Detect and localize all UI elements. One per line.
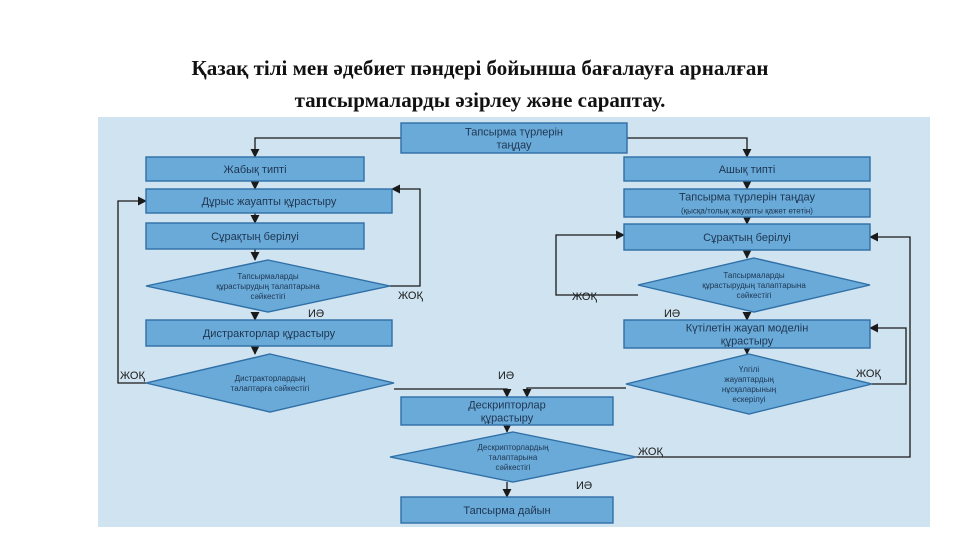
node-text: Тапсырма дайын bbox=[463, 505, 550, 517]
node-box bbox=[623, 156, 871, 182]
edge-descriptor-req-no bbox=[636, 232, 911, 458]
edge-req-left-no bbox=[390, 184, 421, 287]
node-text: талаптарына bbox=[489, 453, 538, 462]
node-text: құрастырудың талаптарына bbox=[216, 282, 320, 291]
label-yes-bottom: ИӘ bbox=[576, 480, 592, 492]
edge-distractor-req-yes bbox=[394, 388, 512, 398]
node-box bbox=[145, 222, 365, 250]
node-choose-types: Тапсырма түрлерін таңдау (қысқа/толық жау… bbox=[623, 188, 871, 218]
node-text: Сұрақтың берілуі bbox=[703, 232, 791, 244]
edge-model-check-yes bbox=[522, 387, 626, 398]
node-text: Тапсырма түрлерін bbox=[465, 127, 563, 139]
decision-diamond bbox=[637, 257, 871, 313]
node-box bbox=[145, 156, 365, 182]
node-done: Тапсырма дайын bbox=[400, 496, 614, 524]
node-text: Дескрипторлардың bbox=[477, 443, 549, 452]
node-box bbox=[623, 188, 871, 218]
title-line-2: тапсырмаларды әзірлеу және сараптау. bbox=[294, 88, 666, 112]
node-text: Дескрипторлар bbox=[468, 400, 546, 412]
node-question-right: Сұрақтың берілуі bbox=[623, 223, 871, 251]
node-text: Тапсырмаларды bbox=[237, 272, 299, 281]
label-yes-middle: ИӘ bbox=[498, 370, 514, 382]
node-box bbox=[145, 319, 393, 347]
edge-start-open bbox=[627, 137, 752, 158]
node-box bbox=[400, 496, 614, 524]
label-yes-right: ИӘ bbox=[664, 308, 680, 320]
label-yes-left: ИӘ bbox=[308, 308, 324, 320]
node-text: Күтілетін жауап моделін bbox=[686, 323, 809, 335]
node-box bbox=[145, 188, 393, 214]
node-text: сәйкестігі bbox=[495, 463, 530, 472]
label-no-right-outer: ЖОҚ bbox=[856, 368, 881, 380]
node-text: Дистракторлар құрастыру bbox=[203, 328, 336, 340]
node-box bbox=[623, 223, 871, 251]
node-text: құрастырудың талаптарына bbox=[702, 281, 806, 290]
page-title: Қазақ тілі мен әдебиет пәндері бойынша б… bbox=[0, 52, 960, 116]
node-text: талаптарға сәйкестігі bbox=[231, 384, 310, 393]
decision-diamond bbox=[389, 431, 637, 483]
edge-distractor-req-no bbox=[117, 196, 147, 384]
node-text: таңдау bbox=[496, 140, 532, 152]
node-box bbox=[400, 396, 614, 426]
node-text: Сұрақтың берілуі bbox=[211, 231, 299, 243]
label-no-right-inner: ЖОҚ bbox=[572, 291, 597, 303]
node-question-left: Сұрақтың берілуі bbox=[145, 222, 365, 250]
node-text: Жабық типті bbox=[223, 164, 286, 176]
node-text: Ашық типті bbox=[719, 164, 776, 176]
edge-model-check-no bbox=[869, 323, 907, 385]
node-text: құрастыру bbox=[721, 336, 774, 348]
node-correct-answer: Дұрыс жауапты құрастыру bbox=[145, 188, 393, 214]
node-text: сәйкестігі bbox=[736, 291, 771, 300]
node-text: Дистракторлардың bbox=[235, 374, 306, 383]
node-text: Тапсырмаларды bbox=[723, 271, 785, 280]
node-text: Үлгілі bbox=[739, 365, 759, 374]
label-no-left-inner: ЖОҚ bbox=[398, 290, 423, 302]
node-open: Ашық типті bbox=[623, 156, 871, 182]
node-text: құрастыру bbox=[481, 413, 534, 425]
node-distractors: Дистракторлар құрастыру bbox=[145, 319, 393, 347]
node-subtext: (қысқа/толық жауапты қажет ететін) bbox=[681, 207, 813, 216]
node-closed: Жабық типті bbox=[145, 156, 365, 182]
node-text: ескерілуі bbox=[732, 395, 765, 404]
node-text: Дұрыс жауапты құрастыру bbox=[202, 196, 337, 208]
decision-diamond bbox=[625, 353, 873, 415]
decision-diamond bbox=[145, 259, 391, 313]
node-box bbox=[400, 122, 628, 154]
node-text: жауаптардың bbox=[724, 375, 774, 384]
title-line-1: Қазақ тілі мен әдебиет пәндері бойынша б… bbox=[191, 56, 769, 80]
edge-req-right-no bbox=[555, 230, 638, 296]
node-text: Тапсырма түрлерін таңдау bbox=[679, 192, 816, 204]
edge-start-closed bbox=[250, 137, 401, 158]
node-text: сәйкестігі bbox=[250, 292, 285, 301]
decision-diamond bbox=[145, 353, 395, 413]
label-no-bottom: ЖОҚ bbox=[638, 446, 663, 458]
node-box bbox=[623, 319, 871, 349]
label-no-left-outer: ЖОҚ bbox=[120, 370, 145, 382]
node-text: нұсқаларының bbox=[722, 385, 777, 394]
